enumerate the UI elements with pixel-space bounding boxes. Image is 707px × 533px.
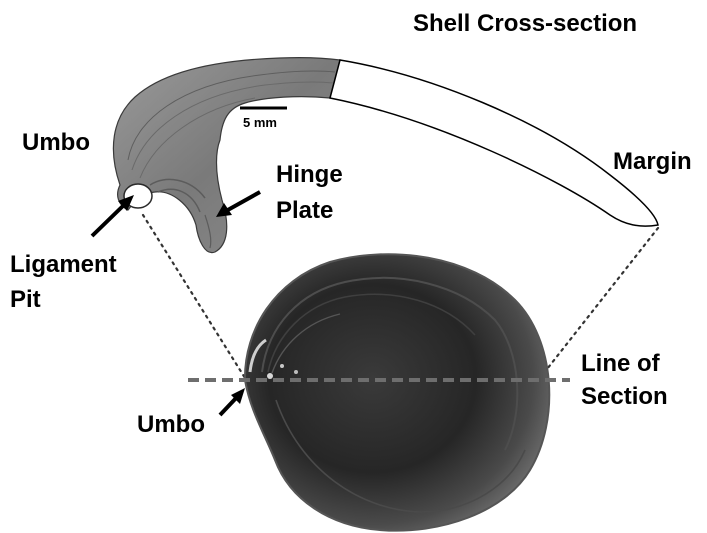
arrow-ligament-pit <box>92 195 134 236</box>
hinge-label-line1: Hinge <box>276 163 343 187</box>
ligament-label-line1: Ligament <box>10 253 117 277</box>
arrow-umbo-bottom <box>220 388 245 415</box>
projection-line-left <box>143 215 245 378</box>
diagram-title: Shell Cross-section <box>413 12 637 36</box>
line-of-section-label-line2: Section <box>581 385 668 409</box>
umbo-bottom-label: Umbo <box>137 413 205 437</box>
margin-label: Margin <box>613 150 692 174</box>
ligament-label-line2: Pit <box>10 288 41 312</box>
scale-bar-label: 5 mm <box>243 116 277 129</box>
hinge-label-line2: Plate <box>276 199 333 223</box>
cross-section-outline <box>330 60 658 226</box>
umbo-top-label: Umbo <box>22 131 90 155</box>
line-of-section-label-line1: Line of <box>581 352 660 376</box>
clam-shell-image <box>245 254 549 530</box>
